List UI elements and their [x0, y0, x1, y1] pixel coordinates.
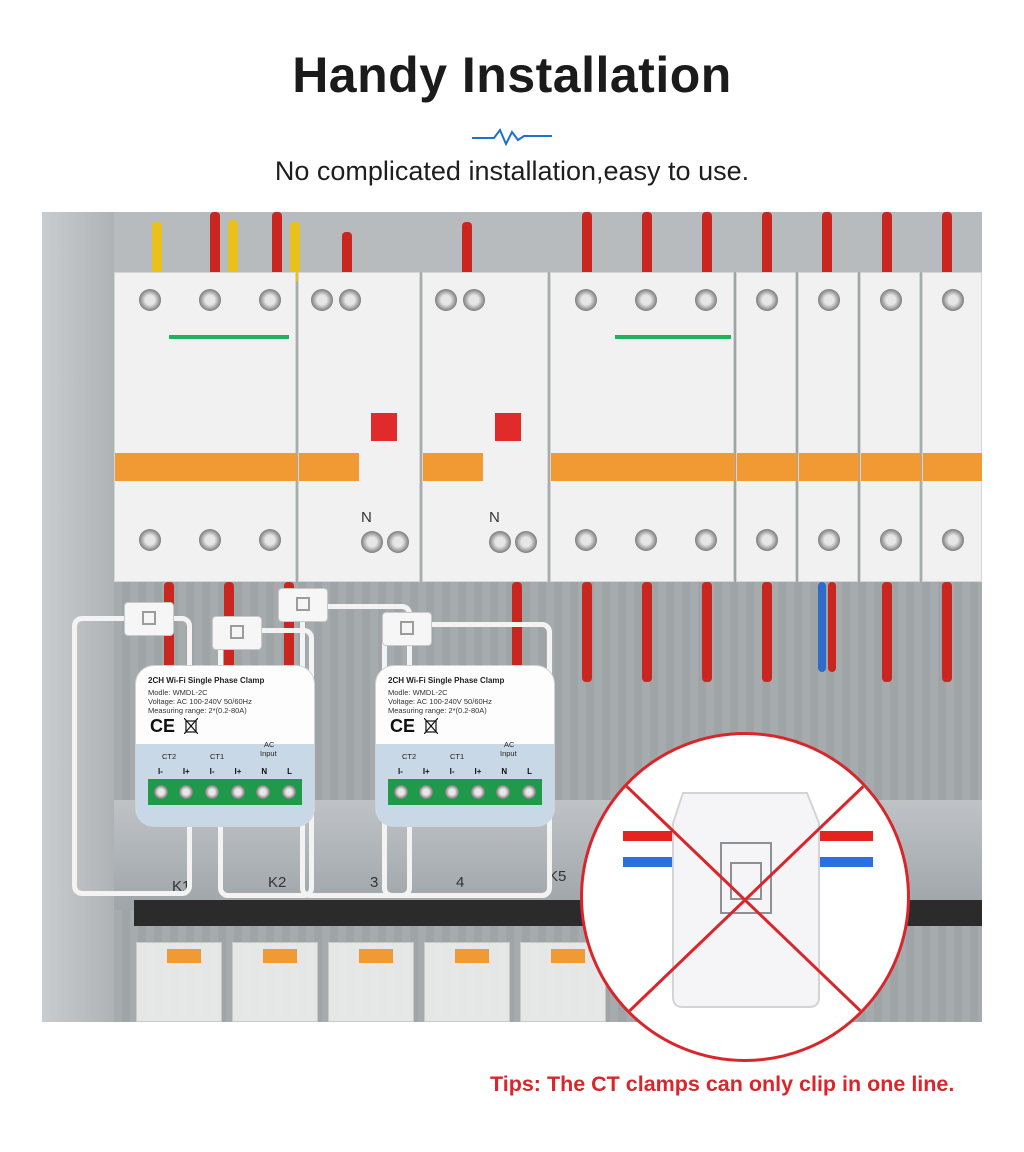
wire [462, 222, 472, 282]
wire [942, 582, 952, 682]
breaker-rcd-2: N [422, 272, 548, 582]
device-title: 2CH Wi-Fi Single Phase Clamp [388, 676, 505, 685]
wire [582, 212, 592, 282]
wire [818, 582, 826, 672]
pin-label: I- [209, 767, 215, 776]
wire [582, 582, 592, 682]
breaker-1pole [736, 272, 797, 582]
pin-labels: I- I+ I- I+ N L [148, 767, 302, 776]
ct2-label: CT2 [162, 752, 177, 761]
pin-labels: I- I+ I- I+ N L [388, 767, 542, 776]
relay [424, 942, 510, 1022]
wire [942, 212, 952, 282]
wire [762, 212, 772, 282]
relay [136, 942, 222, 1022]
wire [702, 212, 712, 282]
neutral-label: N [361, 509, 372, 526]
pin-label: N [501, 767, 508, 776]
pin-label: N [261, 767, 268, 776]
wire [272, 212, 282, 282]
device-title: 2CH Wi-Fi Single Phase Clamp [148, 676, 265, 685]
wire [512, 582, 522, 702]
wire [882, 582, 892, 682]
ac-label: AC [504, 740, 515, 749]
terminal-label: K2 [268, 874, 287, 891]
pin-label: L [527, 767, 532, 776]
breaker-1pole [798, 272, 859, 582]
breaker-3pole-right [550, 272, 735, 582]
wire [290, 222, 300, 282]
pin-label: L [287, 767, 292, 776]
wire [342, 232, 352, 282]
page-subtitle: No complicated installation,easy to use. [274, 156, 750, 186]
wire [210, 212, 220, 282]
ce-mark: CE [390, 716, 416, 736]
wire [702, 582, 712, 682]
ct1-label: CT1 [450, 752, 465, 761]
terminal-label: 4 [456, 874, 465, 891]
wire [228, 220, 238, 282]
device-model: Modle: WMDL-2C [388, 688, 448, 697]
wire [882, 212, 892, 282]
ct-clamp [278, 588, 328, 622]
relay [328, 942, 414, 1022]
energy-meter-device-2: 2CH Wi-Fi Single Phase Clamp Modle: WMDL… [376, 666, 554, 826]
ac-label: AC [264, 740, 275, 749]
ct2-label: CT2 [402, 752, 417, 761]
pin-label: I- [449, 767, 455, 776]
breaker-rcd-1: N [298, 272, 420, 582]
breaker-1pole [860, 272, 921, 582]
relay [232, 942, 318, 1022]
wire [822, 212, 832, 282]
wire [762, 582, 772, 682]
tips-note: Tips: The CT clamps can only clip in one… [490, 1072, 955, 1096]
pin-label: I+ [234, 767, 242, 776]
device-voltage: Voltage: AC 100-240V 50/60Hz [388, 697, 492, 706]
breaker-1pole [922, 272, 982, 582]
recycle-bin-icon [424, 718, 438, 734]
top-rail [114, 212, 982, 272]
page-title: Handy Installation [292, 47, 732, 103]
terminal-label: K5 [548, 868, 567, 885]
ce-mark: CE [150, 716, 176, 736]
input-label: Input [260, 749, 277, 758]
terminal-block [148, 779, 302, 805]
wire [152, 222, 162, 282]
ct1-label: CT1 [210, 752, 225, 761]
terminal-label: 3 [370, 874, 379, 891]
ct-clamp [382, 612, 432, 646]
neutral-label: N [489, 509, 500, 526]
pin-label: I+ [422, 767, 430, 776]
device-range: Measuring range: 2*(0.2-80A) [148, 706, 247, 715]
device-voltage: Voltage: AC 100-240V 50/60Hz [148, 697, 252, 706]
wire [828, 582, 836, 672]
wire [642, 212, 652, 282]
ct-clamp [212, 616, 262, 650]
ct-clamp [124, 602, 174, 636]
pin-label: I+ [474, 767, 482, 776]
pin-label: I- [157, 767, 163, 776]
recycle-bin-icon [184, 718, 198, 734]
terminal-block [388, 779, 542, 805]
device-model: Modle: WMDL-2C [148, 688, 208, 697]
prohibited-cross-icon [617, 777, 873, 1023]
energy-meter-device-1: 2CH Wi-Fi Single Phase Clamp Modle: WMDL… [136, 666, 314, 826]
wire [642, 582, 652, 682]
wire [284, 582, 294, 672]
breaker-3pole-left [114, 272, 297, 582]
pin-label: I+ [182, 767, 190, 776]
pin-label: I- [397, 767, 403, 776]
wrong-usage-inset [580, 732, 910, 1062]
electrical-panel-photo: N N K1 K2 3 4 K5 [42, 212, 982, 1022]
device-range: Measuring range: 2*(0.2-80A) [388, 706, 487, 715]
pulse-line-icon [472, 128, 552, 147]
input-label: Input [500, 749, 517, 758]
